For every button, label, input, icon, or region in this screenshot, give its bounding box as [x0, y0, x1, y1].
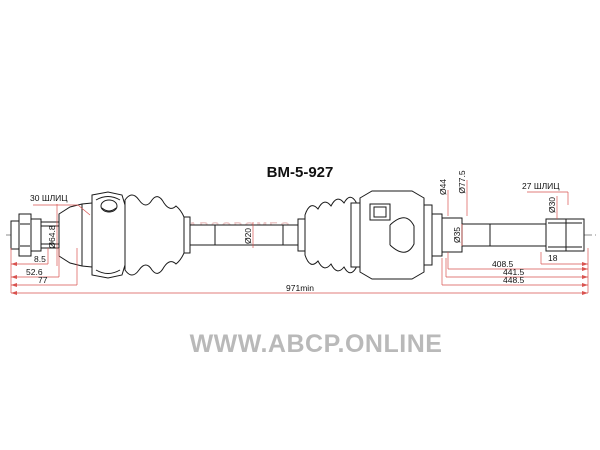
tripod-roller-inner [373, 206, 387, 218]
dim-d-77-5: Ø77.5 [457, 170, 467, 193]
dim-len-441-5: 441.5 [503, 267, 525, 277]
shaft [189, 224, 301, 246]
dim-d-35: Ø35 [452, 227, 462, 243]
dim-len-total: 971min [286, 283, 314, 293]
right-splines-label: 27 ШЛИЦ [522, 181, 560, 191]
dim-len-18: 18 [548, 253, 558, 263]
right-inner-joint [297, 190, 585, 280]
left-stub-thread [18, 213, 32, 257]
dim-d-shaft: Ø20 [243, 228, 253, 244]
dim-len-52-6: 52.6 [26, 267, 43, 277]
right-boot-band [350, 202, 361, 268]
right-boot-clamp [297, 218, 306, 252]
right-stub-shaft [461, 223, 547, 247]
right-spline-end [545, 218, 585, 252]
dim-d-30: Ø30 [547, 197, 557, 213]
dimensions [10, 180, 589, 295]
dim-len-448-5: 448.5 [503, 275, 525, 285]
left-boot-clamp [183, 216, 191, 254]
right-flange [423, 204, 433, 266]
dim-len-77: 77 [38, 275, 48, 285]
right-boot [304, 196, 357, 274]
dim-len-408-5: 408.5 [492, 259, 514, 269]
left-outer-joint [10, 191, 191, 279]
left-splines-label: 30 ШЛИЦ [30, 193, 68, 203]
part-number-title: BM-5-927 [267, 164, 334, 181]
dim-len-8-5: 8.5 [34, 254, 46, 264]
left-stub-nut [10, 220, 20, 250]
right-flange-neck [431, 213, 443, 257]
dim-d-44: Ø44 [438, 179, 448, 195]
dim-d-outer-left: Ø64.8 [47, 225, 57, 248]
website-url: WWW.ABCP.ONLINE [190, 330, 443, 358]
left-boot [124, 194, 185, 276]
left-ball [100, 199, 118, 213]
left-stub-collar [30, 218, 42, 252]
